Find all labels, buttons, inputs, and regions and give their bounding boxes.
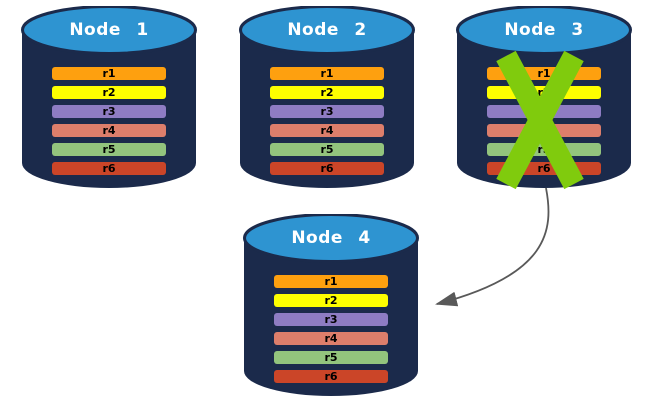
replica-row-r6: r6 — [270, 162, 384, 175]
replica-list: r1 r2 r3 r4 r5 r6 — [487, 67, 601, 181]
node-title: Node 2 — [287, 20, 367, 40]
replica-row-r5: r5 — [270, 143, 384, 156]
replica-row-r4: r4 — [52, 124, 166, 137]
replica-row-r1: r1 — [270, 67, 384, 80]
replica-row-r6: r6 — [52, 162, 166, 175]
replica-row-r2: r2 — [52, 86, 166, 99]
replica-row-r3: r3 — [274, 313, 388, 326]
replica-row-r2: r2 — [274, 294, 388, 307]
node-title: Node 4 — [291, 228, 371, 248]
cylinder-top — [239, 6, 415, 55]
replica-row-r4: r4 — [270, 124, 384, 137]
replica-row-r5: r5 — [274, 351, 388, 364]
replica-row-r2: r2 — [270, 86, 384, 99]
replica-row-r1: r1 — [487, 67, 601, 80]
replica-row-r3: r3 — [487, 105, 601, 118]
cylinder-top — [243, 214, 419, 263]
replica-row-r3: r3 — [52, 105, 166, 118]
replica-row-r5: r5 — [52, 143, 166, 156]
replica-list: r1 r2 r3 r4 r5 r6 — [52, 67, 166, 181]
replica-row-r5: r5 — [487, 143, 601, 156]
replica-row-r1: r1 — [274, 275, 388, 288]
replica-row-r2: r2 — [487, 86, 601, 99]
node-4: Node 4 r1 r2 r3 r4 r5 r6 — [241, 214, 421, 402]
replica-row-r6: r6 — [487, 162, 601, 175]
node-3: Node 3 r1 r2 r3 r4 r5 r6 — [454, 6, 634, 196]
node-2: Node 2 r1 r2 r3 r4 r5 r6 — [237, 6, 417, 196]
replica-row-r3: r3 — [270, 105, 384, 118]
node-title: Node 3 — [504, 20, 584, 40]
replica-row-r4: r4 — [487, 124, 601, 137]
replica-list: r1 r2 r3 r4 r5 r6 — [270, 67, 384, 181]
replica-row-r1: r1 — [52, 67, 166, 80]
replica-row-r6: r6 — [274, 370, 388, 383]
arrow-curve — [435, 187, 550, 307]
node-1: Node 1 r1 r2 r3 r4 r5 r6 — [19, 6, 199, 196]
replica-list: r1 r2 r3 r4 r5 r6 — [274, 275, 388, 389]
node-title: Node 1 — [69, 20, 149, 40]
replica-row-r4: r4 — [274, 332, 388, 345]
cylinder-top — [21, 6, 197, 55]
